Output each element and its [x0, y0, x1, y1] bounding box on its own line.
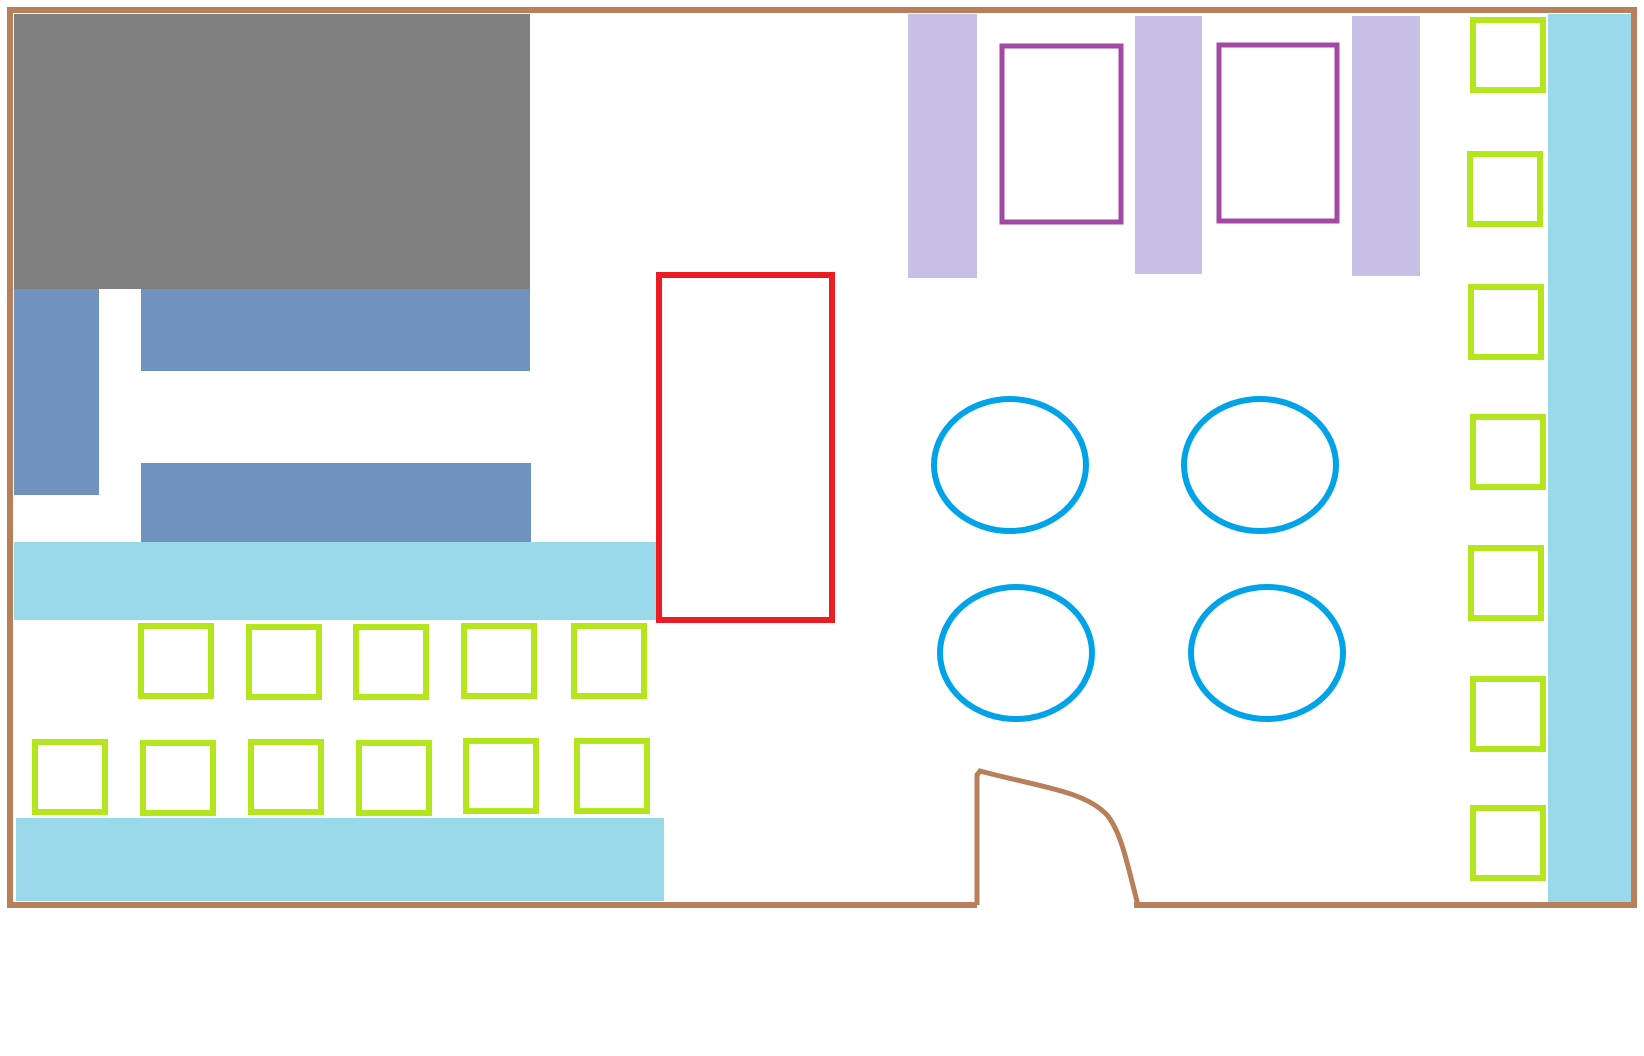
round-table	[1181, 396, 1339, 534]
seat	[138, 623, 214, 699]
seat	[246, 624, 322, 700]
seat	[574, 738, 650, 814]
round-table	[937, 584, 1095, 722]
seat	[1468, 284, 1544, 360]
seat	[140, 740, 216, 816]
shelf-lower	[141, 463, 531, 544]
seat	[1470, 17, 1546, 93]
display-panel	[1135, 16, 1202, 274]
counter-middle	[14, 542, 657, 620]
storage-block	[14, 14, 530, 289]
counter-right-wall	[1548, 14, 1632, 903]
seat	[248, 739, 324, 815]
seat	[1467, 151, 1543, 227]
round-table	[1188, 584, 1346, 722]
display-panel	[1352, 16, 1420, 276]
round-tables	[931, 396, 1346, 722]
seat	[1470, 805, 1546, 881]
door-swing	[974, 768, 1141, 906]
seat	[353, 624, 429, 700]
seat	[1470, 414, 1546, 490]
display-frame	[1216, 42, 1340, 224]
counter-bottom	[16, 818, 664, 901]
seats	[32, 17, 1546, 881]
seat	[1468, 545, 1544, 621]
seat	[461, 623, 537, 699]
seat	[1470, 676, 1546, 752]
seat	[571, 623, 647, 699]
stand-outline	[656, 272, 835, 623]
display-panel	[908, 14, 977, 278]
round-table	[931, 396, 1089, 534]
display-frame	[999, 43, 1124, 225]
seat	[32, 739, 108, 815]
shelf-left-vertical	[14, 289, 99, 495]
seat	[463, 738, 539, 814]
shelf-upper	[141, 289, 530, 371]
outer-wall	[7, 7, 1637, 908]
seat	[356, 740, 432, 816]
